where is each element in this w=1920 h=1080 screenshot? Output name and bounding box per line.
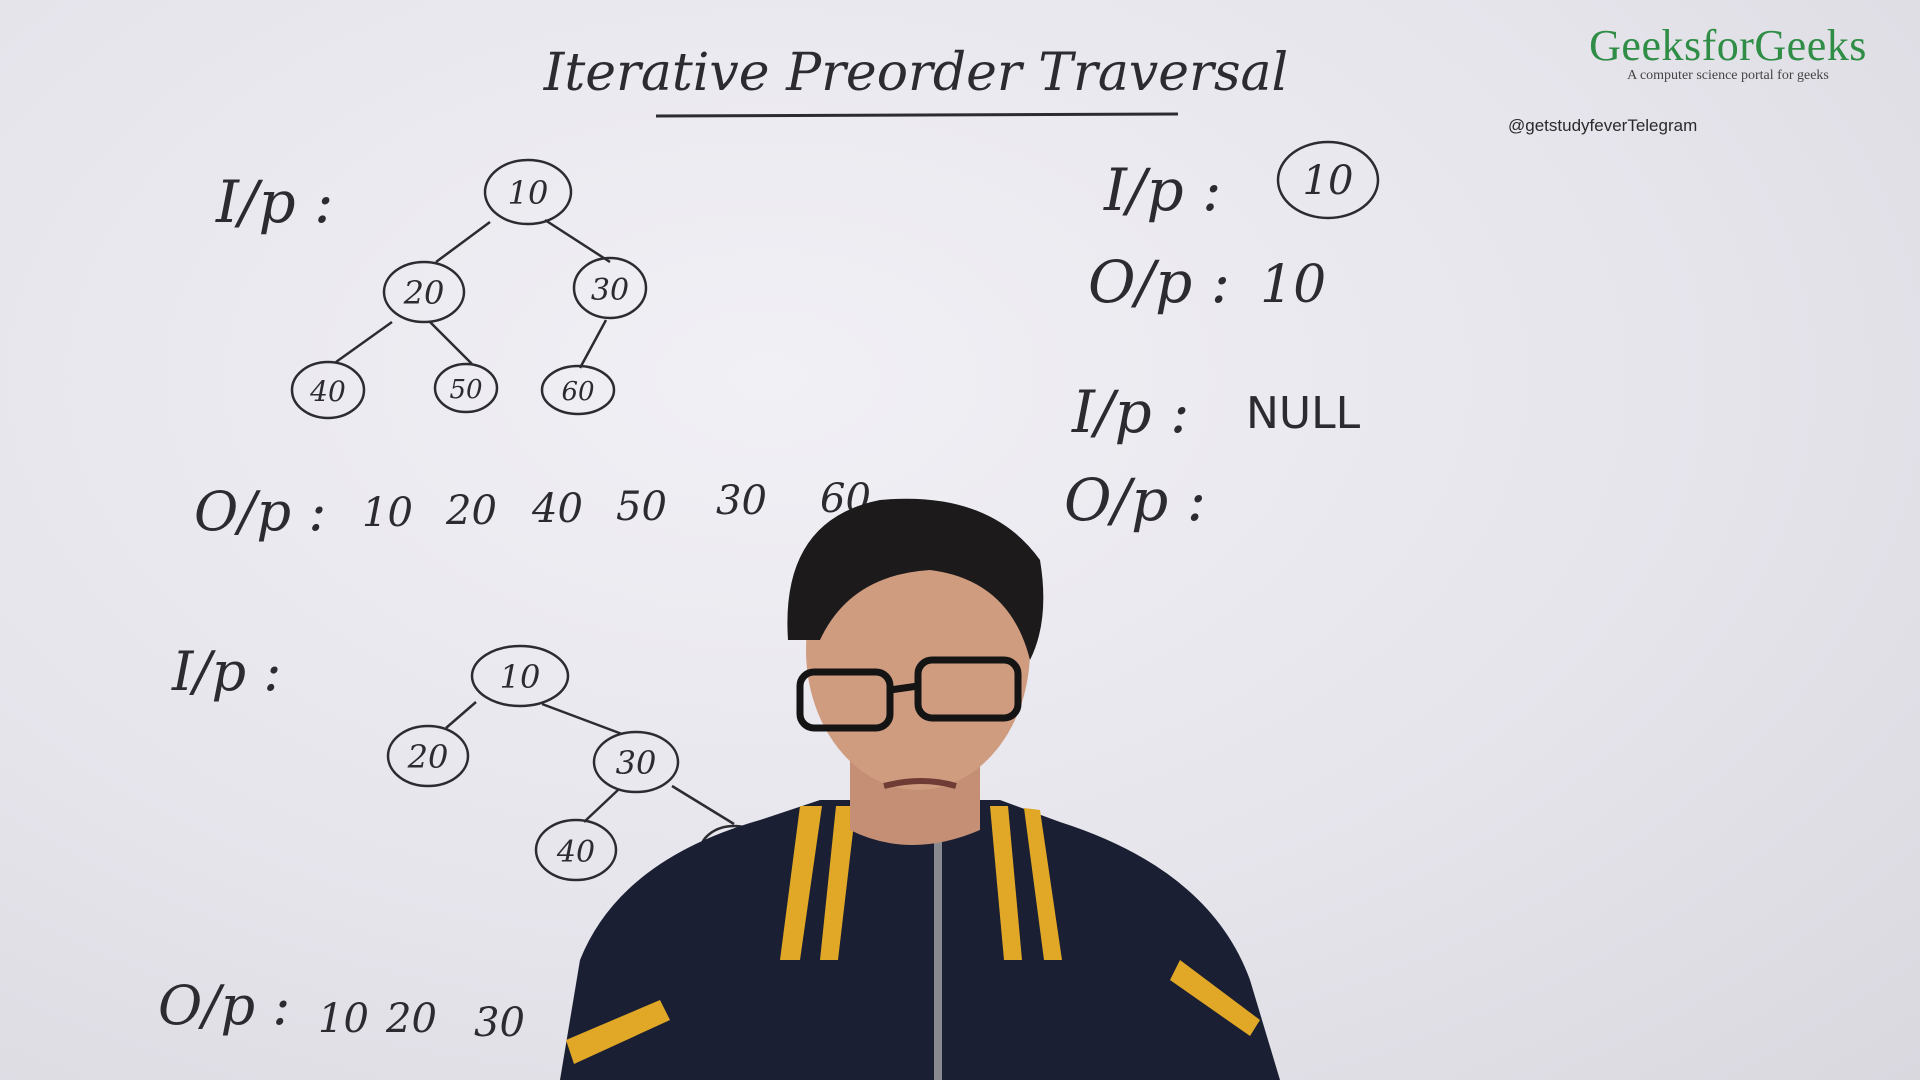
presenter-arm-stripe-left bbox=[566, 1000, 670, 1064]
ex1-node-50: 50 bbox=[449, 375, 482, 405]
presenter-mouth bbox=[883, 778, 957, 789]
ex2-output-0: 10 bbox=[318, 996, 369, 1042]
presenter-arm-stripe-right bbox=[1170, 960, 1260, 1036]
ex1-node-30: 30 bbox=[591, 273, 629, 308]
ex3-input-label: I/p : bbox=[1103, 156, 1222, 224]
ex1-output-0: 10 bbox=[362, 490, 413, 536]
ex1-node-20: 20 bbox=[403, 274, 445, 312]
ex4-input-label: I/p : bbox=[1071, 378, 1190, 446]
ex3-node-circle bbox=[1276, 140, 1380, 220]
ex1-input-label: I/p : bbox=[215, 168, 334, 236]
ex1-output-4: 30 bbox=[716, 478, 767, 524]
presenter bbox=[560, 498, 1280, 1080]
presenter-jacket bbox=[560, 800, 1280, 1080]
ex1-output-3: 50 bbox=[616, 484, 667, 530]
ex1-output-2: 40 bbox=[531, 486, 583, 532]
ex2-node-10: 10 bbox=[500, 658, 541, 696]
ex4-input-value: NULL bbox=[1246, 388, 1361, 439]
presenter-stripe-left-2 bbox=[820, 806, 856, 960]
ex1-output-label: O/p : bbox=[194, 480, 326, 543]
presenter-zipper bbox=[934, 830, 942, 1080]
ex1-output-1: 20 bbox=[445, 488, 497, 534]
ex2-node-40: 40 bbox=[556, 835, 595, 870]
ex1-node-60: 60 bbox=[561, 377, 594, 407]
ex2-output-label: O/p : bbox=[158, 974, 290, 1037]
ex2-tree bbox=[386, 644, 770, 882]
title-underline bbox=[655, 112, 1179, 118]
ex2-output-2: 30 bbox=[474, 1000, 525, 1046]
ex2-node-20: 20 bbox=[407, 738, 449, 776]
telegram-handle: @getstudyfeverTelegram bbox=[1508, 116, 1698, 135]
brand-tagline: A computer science portal for geeks bbox=[1627, 68, 1829, 83]
ex2-node-30: 30 bbox=[616, 744, 657, 782]
ex1-node-40: 40 bbox=[309, 375, 346, 408]
ex2-output-1: 20 bbox=[385, 996, 437, 1042]
presenter-stripe-right bbox=[990, 806, 1022, 960]
ex4-output-label: O/p : bbox=[1064, 466, 1206, 534]
ex1-tree bbox=[290, 158, 648, 420]
board-title: Iterative Preorder Traversal bbox=[543, 43, 1288, 103]
presenter-stripe-right-2 bbox=[1024, 808, 1062, 960]
ex2-input-label: I/p : bbox=[171, 640, 281, 703]
presenter-hair bbox=[787, 498, 1044, 660]
presenter-stripe-left bbox=[780, 806, 822, 960]
ex3-node-10: 10 bbox=[1303, 158, 1354, 204]
ex3-output-value: 10 bbox=[1260, 255, 1326, 315]
ex1-node-10: 10 bbox=[508, 174, 549, 212]
brand-name: GeeksforGeeks bbox=[1589, 21, 1867, 70]
presenter-glasses bbox=[796, 656, 1022, 732]
brand-logo: GeeksforGeeks A computer science portal … bbox=[1560, 22, 1896, 84]
ex3-output-label: O/p : bbox=[1088, 248, 1230, 316]
